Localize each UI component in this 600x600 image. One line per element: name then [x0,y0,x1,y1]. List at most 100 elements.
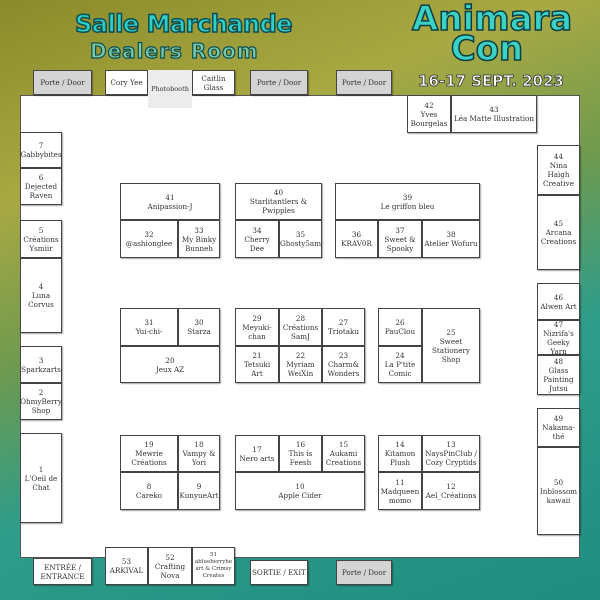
booth-label: Charm& Wonders [327,360,360,378]
booth-number: 42 [424,100,434,110]
booth-label: Sweet Stationery Shop [432,336,470,364]
booth-caitlin-glass[interactable]: Caitlin Glass [192,70,235,95]
booth-32[interactable]: 32@ashionglee [120,220,178,258]
booth-label: Nizrifa's Geeky Yarn [543,328,574,356]
booth-number: 20 [165,355,175,365]
booth-label: Yves Bourgelas [410,109,448,128]
door-bottom[interactable]: Porte / Door [336,560,392,585]
booth-label: Apple Cider [278,491,322,500]
booth-number: 19 [144,440,154,449]
booth-label: Mewrie Créations [131,449,167,467]
door-top-1[interactable]: Porte / Door [33,70,92,95]
booth-label: Porte / Door [256,78,302,87]
booth-number: 15 [338,440,349,449]
booth-label: PauClou [384,327,416,336]
booth-number: 13 [446,440,456,449]
booth-label: Kitamon Plush [384,449,416,467]
booth-label: Luna Corvus [28,291,54,309]
booth-label: Alwen Art [540,301,577,311]
booth-number: 30 [194,318,204,327]
booth-number: 23 [338,351,349,360]
photobooth[interactable]: Photobooth [148,70,192,108]
booth-number: 35 [295,230,306,239]
booth-number: 33 [194,225,204,235]
booth-number: 14 [395,440,405,449]
booth-number: 3 [38,355,44,365]
booth-number: 10 [295,482,305,491]
booth-label: Jeux AZ [155,364,185,374]
door-top-3[interactable]: Porte / Door [336,70,392,95]
booth-number: 1 [38,464,44,474]
booth-cory-yee[interactable]: Cory Yee [105,70,148,95]
door-top-2[interactable]: Porte / Door [250,70,308,95]
booth-number: 7 [38,141,44,150]
booth-number: 17 [252,444,262,454]
booth-label: Photobooth [151,84,189,93]
booth-label: OhmyBerry Shop [20,397,62,415]
exit-door[interactable]: SORTIE / EXIT [250,560,308,585]
booth-label: Meyuki-chan [242,322,272,341]
booth-label: Ghosty5am [280,239,322,248]
booth-label: Créations Ysmiir [23,234,59,253]
entrance-door[interactable]: ENTRÉE / ENTRANCE [33,558,92,585]
booth-label: ARKIVAL [109,566,144,575]
booth-number: 11 [395,477,405,487]
booth-number: 12 [446,482,456,491]
booth-number: 38 [446,230,456,239]
booth-label: Starza [187,327,211,336]
